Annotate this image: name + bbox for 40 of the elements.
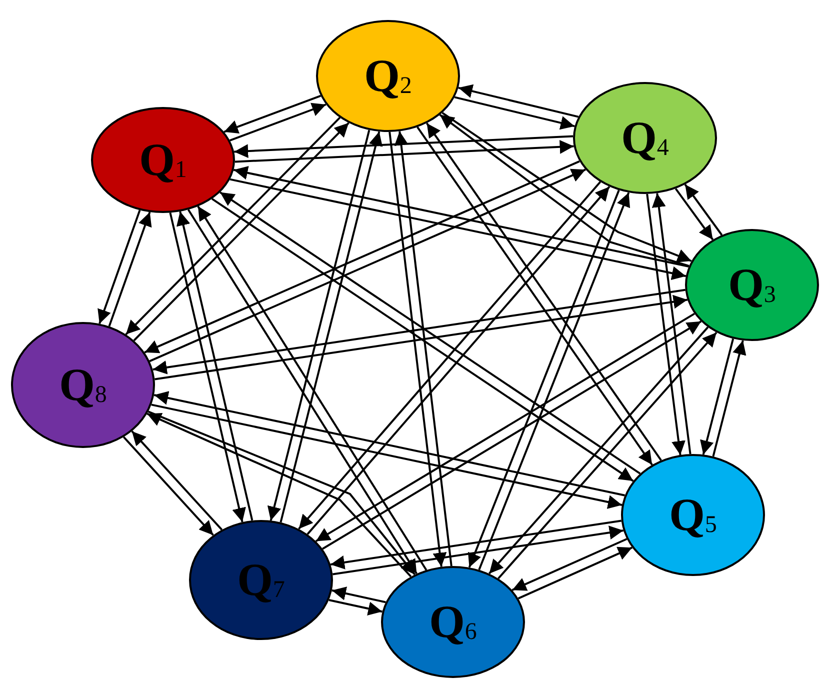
state-label: Q$_{4}$	[621, 115, 669, 161]
arrow	[169, 212, 246, 522]
arrow	[394, 131, 452, 566]
arrow	[674, 188, 714, 240]
arrow	[151, 404, 622, 509]
arrow	[122, 436, 214, 536]
state-label: Q$_{6}$	[429, 599, 477, 645]
arrow	[234, 140, 574, 163]
arrow	[108, 212, 152, 327]
arrow	[224, 94, 322, 134]
arrow	[267, 130, 370, 521]
arrow	[458, 84, 579, 118]
arrow	[684, 184, 723, 236]
arrow	[518, 546, 632, 600]
state-label: Q$_{5}$	[669, 492, 717, 538]
arrow	[646, 194, 686, 456]
state-label: Q$_{2}$	[364, 53, 412, 99]
arrow	[388, 132, 447, 567]
state-label: Q$_{3}$	[728, 262, 776, 308]
state-label: Q$_{8}$	[59, 362, 107, 408]
arrow	[98, 210, 141, 324]
arrow	[154, 391, 625, 496]
arrow	[234, 166, 689, 268]
arrow	[234, 135, 574, 158]
arrow	[230, 102, 326, 142]
arrow	[131, 430, 223, 530]
arrow	[230, 178, 686, 280]
arrow	[330, 520, 622, 570]
arrow	[328, 599, 382, 616]
arrow	[652, 193, 692, 454]
state-label: Q$_{1}$	[139, 137, 187, 183]
state-label: Q$_{7}$	[237, 557, 285, 603]
arrow	[176, 211, 254, 521]
arrow	[712, 340, 746, 457]
arrow	[332, 526, 624, 576]
arrow	[280, 131, 383, 523]
arrow	[332, 586, 386, 604]
arrow	[454, 96, 575, 130]
arrow	[700, 338, 734, 455]
arrow	[512, 538, 628, 592]
